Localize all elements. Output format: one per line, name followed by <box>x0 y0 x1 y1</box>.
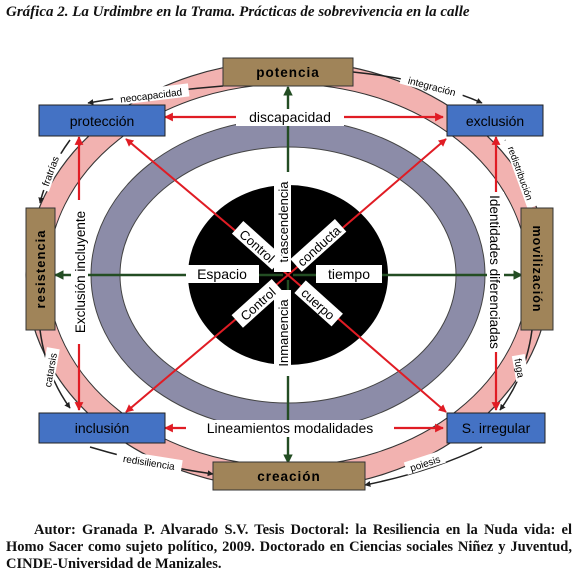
poiesis-bg <box>403 450 446 475</box>
catarsis-bg <box>39 347 60 393</box>
label-espacio: Espacio <box>197 266 247 282</box>
espacio-bg <box>186 265 259 283</box>
cuerpo-bg <box>294 280 343 327</box>
discapacidad-bg <box>236 109 344 126</box>
control-bottom-bg <box>231 278 284 328</box>
box-proteccion: protección <box>38 104 166 137</box>
box-inclusion: inclusión <box>38 412 166 444</box>
box-potencia-label: potencia <box>256 65 320 80</box>
box-movilizacion: movilización <box>520 207 554 331</box>
fuga-bg <box>511 353 530 382</box>
label-trascendencia: trascendencia <box>276 181 291 263</box>
box-exclusion: exclusión <box>446 104 544 137</box>
label-fuga: fuga <box>511 358 525 380</box>
exclusion-incluyente-bg <box>71 200 88 344</box>
redisiliencia-bg <box>115 449 183 474</box>
box-resistencia: resistencia <box>25 207 56 331</box>
box-s-irregular: S. irregular <box>446 412 546 444</box>
integracion-bg <box>399 70 465 101</box>
conducta-bg <box>290 218 347 272</box>
figure-caption: Autor: Granada P. Alvarado S.V. Tesis Do… <box>6 522 572 572</box>
arc-poiesis <box>364 446 483 487</box>
label-identidades: Identidades diferenciadas <box>487 195 502 349</box>
box-proteccion-label: protección <box>70 113 135 129</box>
box-exclusion-label: exclusión <box>466 113 524 129</box>
box-resistencia-label: resistencia <box>33 230 48 309</box>
label-inmanencia: Inmanencia <box>276 299 291 367</box>
box-s-irregular-label: S. irregular <box>462 420 531 436</box>
control-top-bg <box>231 220 284 270</box>
neocapacidad-bg <box>112 83 190 106</box>
box-potencia: potencia <box>222 57 354 87</box>
label-discapacidad: discapacidad <box>249 109 331 125</box>
box-movilizacion-label: movilización <box>530 225 544 312</box>
lineamientos-bg <box>186 420 394 437</box>
label-tiempo: tiempo <box>328 266 370 282</box>
redistribucion-bg <box>503 136 540 209</box>
trascendencia-bg <box>274 172 291 272</box>
box-creacion: creación <box>212 461 366 491</box>
box-creacion-label: creación <box>257 469 321 484</box>
fratrias-bg <box>36 149 63 192</box>
tiempo-bg <box>316 265 382 283</box>
label-exclusion-incluyente: Exclusión incluyente <box>73 211 88 333</box>
inmanencia-bg <box>274 290 291 376</box>
identidades-bg <box>487 192 504 352</box>
box-inclusion-label: inclusión <box>75 420 129 436</box>
figure-title: Gráfica 2. La Urdimbre en la Trama. Prác… <box>6 4 470 20</box>
label-lineamientos: Lineamientos modalidades <box>207 420 374 436</box>
